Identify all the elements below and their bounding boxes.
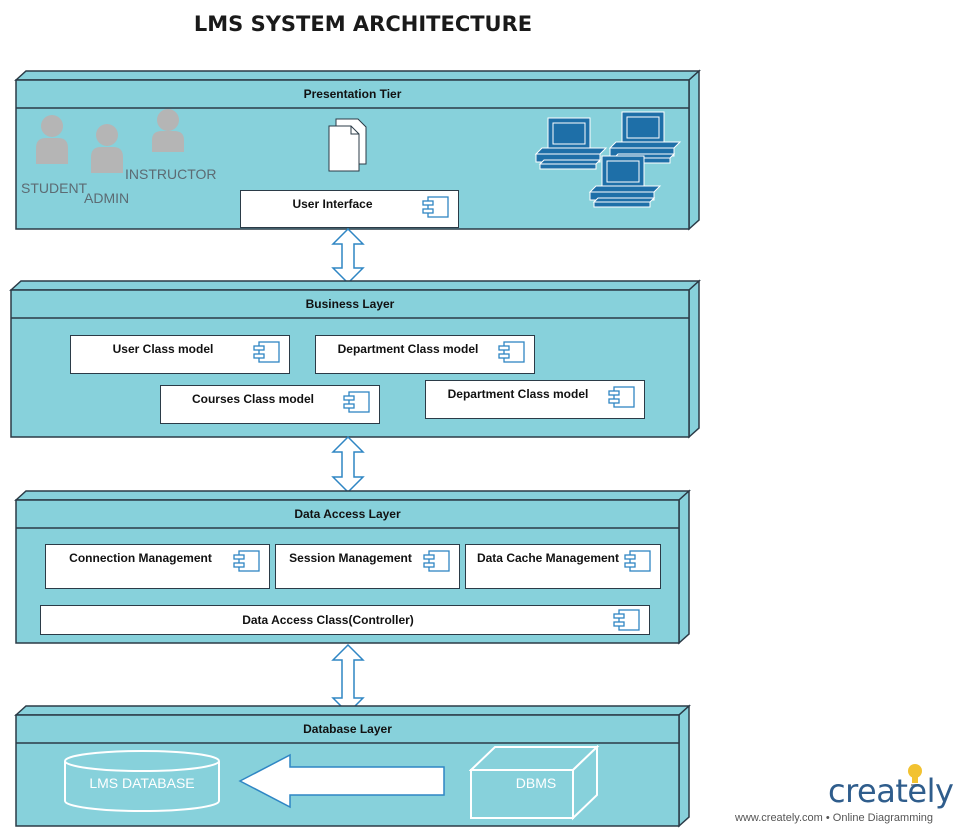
instructor-label: INSTRUCTOR bbox=[125, 166, 217, 182]
data-access-layer: Data Access Layer Connection Management … bbox=[14, 489, 694, 646]
lms-database-label: LMS DATABASE bbox=[89, 775, 195, 791]
department-class-model-component-2[interactable]: Department Class model bbox=[425, 380, 645, 419]
user-class-model-component[interactable]: User Class model bbox=[70, 335, 290, 374]
admin-label: ADMIN bbox=[84, 190, 130, 206]
presentation-tier: Presentation Tier STUDENT ADMIN INSTRUCT… bbox=[14, 69, 704, 232]
database-cylinder-icon bbox=[64, 750, 220, 812]
component-icon bbox=[624, 550, 651, 572]
component-icon bbox=[608, 386, 635, 408]
creately-tagline: www.creately.com • Online Diagramming bbox=[735, 812, 934, 824]
component-icon bbox=[423, 550, 450, 572]
left-arrow-icon bbox=[238, 753, 445, 809]
lightbulb-icon bbox=[908, 764, 922, 786]
user-interface-component[interactable]: User Interface bbox=[240, 190, 459, 228]
student-label: STUDENT bbox=[21, 180, 88, 196]
component-icon bbox=[498, 341, 525, 363]
double-arrow-business-dataaccess bbox=[331, 436, 365, 493]
component-icon bbox=[343, 391, 370, 413]
database-layer: Database Layer LMS DATABASE DBMS bbox=[14, 704, 694, 831]
component-icon bbox=[613, 609, 640, 631]
diagram-title: LMS SYSTEM ARCHITECTURE bbox=[193, 12, 533, 36]
component-icon bbox=[253, 341, 280, 363]
data-access-class-controller-component[interactable]: Data Access Class(Controller) bbox=[40, 605, 650, 635]
component-icon bbox=[233, 550, 260, 572]
department-class-model-component[interactable]: Department Class model bbox=[315, 335, 535, 374]
creately-logo: creately bbox=[828, 772, 954, 810]
document-icon bbox=[328, 118, 367, 172]
instructor-person-icon bbox=[152, 109, 184, 152]
admin-person-icon bbox=[91, 124, 123, 173]
dbms-cube-icon bbox=[469, 745, 600, 821]
double-arrow-presentation-business bbox=[331, 228, 365, 284]
business-layer: Business Layer User Class model Departme… bbox=[9, 279, 704, 440]
courses-class-model-component[interactable]: Courses Class model bbox=[160, 385, 380, 424]
business-layer-title: Business Layer bbox=[305, 297, 395, 311]
student-person-icon bbox=[36, 115, 68, 164]
connection-management-component[interactable]: Connection Management bbox=[45, 544, 270, 589]
session-management-component[interactable]: Session Management bbox=[275, 544, 460, 589]
data-cache-management-component[interactable]: Data Cache Management bbox=[465, 544, 661, 589]
dbms-label: DBMS bbox=[515, 775, 557, 791]
database-layer-title: Database Layer bbox=[303, 722, 392, 736]
double-arrow-dataaccess-database bbox=[331, 644, 365, 714]
presentation-tier-title: Presentation Tier bbox=[303, 87, 402, 101]
computer-icon bbox=[534, 111, 682, 208]
component-icon bbox=[422, 196, 449, 218]
data-access-layer-title: Data Access Layer bbox=[294, 507, 401, 521]
